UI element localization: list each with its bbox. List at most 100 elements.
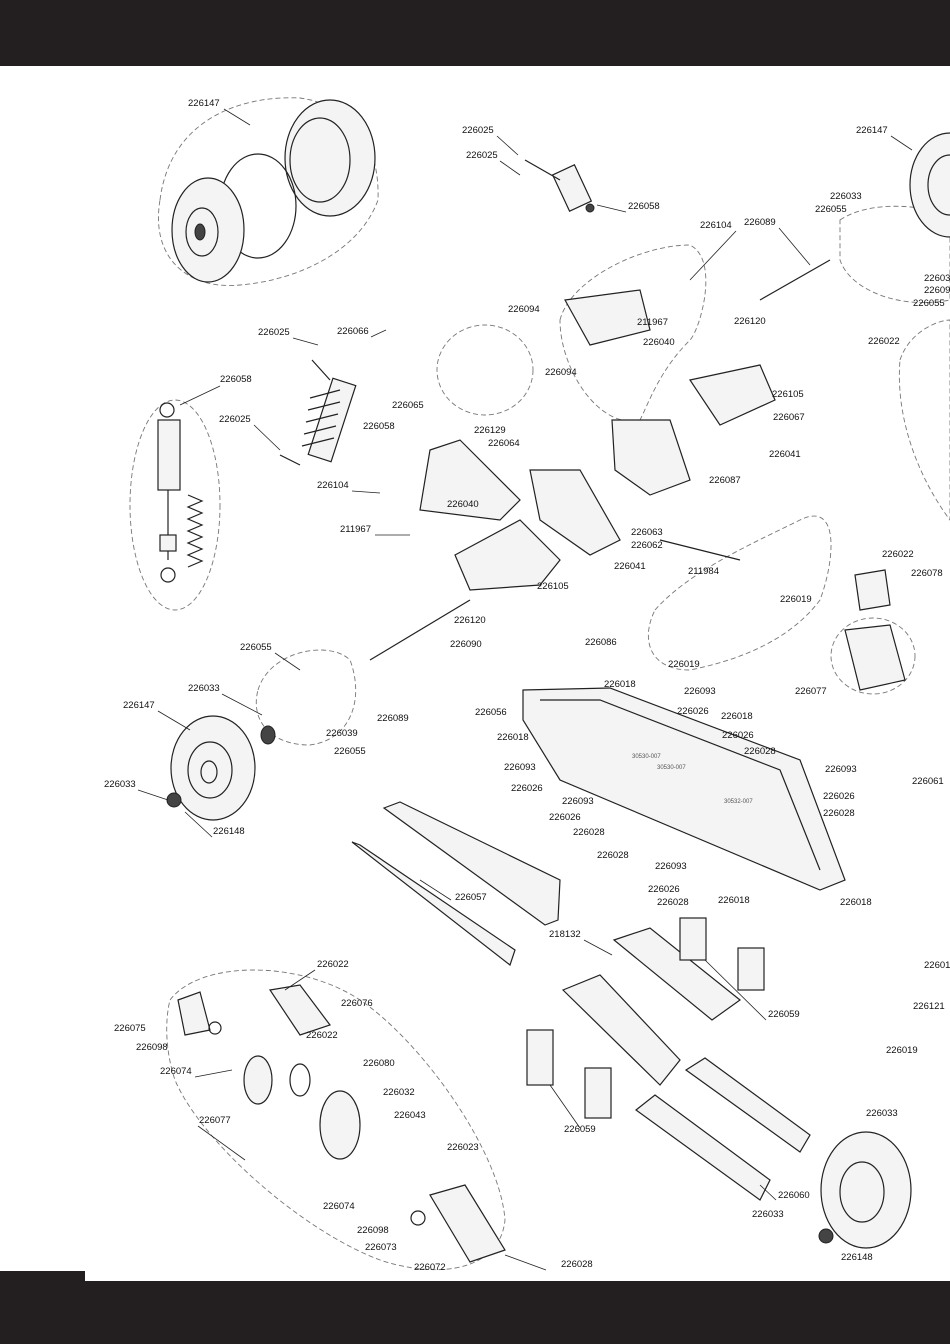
part-label: 226019 bbox=[886, 1045, 918, 1056]
part-label: 226040 bbox=[643, 337, 675, 348]
bottom-corner-tab bbox=[0, 1271, 85, 1283]
part-label: 22603 bbox=[924, 273, 950, 284]
part-label: 226094 bbox=[545, 367, 577, 378]
part-label: 226033 bbox=[830, 191, 862, 202]
part-label: 226018 bbox=[721, 711, 753, 722]
chassis-mark: 30532-007 bbox=[724, 799, 753, 805]
part-label: 226023 bbox=[447, 1142, 479, 1153]
front-gearbox-exploded bbox=[177, 984, 506, 1263]
part-label: 226105 bbox=[772, 389, 804, 400]
rear-gearbox bbox=[844, 569, 906, 691]
rear-shock bbox=[279, 359, 357, 466]
part-label: 226086 bbox=[585, 637, 617, 648]
rear-left-wheel bbox=[166, 715, 276, 821]
part-label: 226120 bbox=[734, 316, 766, 327]
part-label: 226073 bbox=[365, 1242, 397, 1253]
part-label: 22601 bbox=[924, 960, 950, 971]
part-label: 226093 bbox=[655, 861, 687, 872]
part-label: 226026 bbox=[722, 730, 754, 741]
part-label: 226074 bbox=[160, 1066, 192, 1077]
part-label: 226055 bbox=[240, 642, 272, 653]
part-label: 226058 bbox=[628, 201, 660, 212]
part-label: 226061 bbox=[912, 776, 944, 787]
part-label: 226080 bbox=[363, 1058, 395, 1069]
part-label: 226033 bbox=[188, 683, 220, 694]
part-label: 226025 bbox=[258, 327, 290, 338]
part-label: 226121 bbox=[913, 1001, 945, 1012]
part-label: 226098 bbox=[136, 1042, 168, 1053]
side-guard bbox=[351, 801, 561, 966]
part-label: 226093 bbox=[684, 686, 716, 697]
part-label: 226075 bbox=[114, 1023, 146, 1034]
part-label: 226041 bbox=[614, 561, 646, 572]
part-label: 226058 bbox=[220, 374, 252, 385]
part-label: 226074 bbox=[323, 1201, 355, 1212]
part-label: 226089 bbox=[744, 217, 776, 228]
battery-straps bbox=[526, 917, 765, 1119]
part-label: 218132 bbox=[549, 929, 581, 940]
part-label: 226026 bbox=[677, 706, 709, 717]
part-label: 226022 bbox=[317, 959, 349, 970]
rear-right-wheel bbox=[818, 1131, 912, 1249]
leader-lines bbox=[137, 108, 913, 1271]
part-label: 226148 bbox=[841, 1252, 873, 1263]
top-header-bar bbox=[0, 0, 950, 66]
part-label: 226064 bbox=[488, 438, 520, 449]
part-label: 226022 bbox=[306, 1030, 338, 1041]
part-label: 226039 bbox=[326, 728, 358, 739]
chassis-mark: 30530-007 bbox=[632, 754, 661, 760]
chassis-mark: 30530-007 bbox=[657, 765, 686, 771]
part-label: 226129 bbox=[474, 425, 506, 436]
part-label: 226059 bbox=[768, 1009, 800, 1020]
front-shock bbox=[524, 159, 595, 213]
part-label: 226033 bbox=[866, 1108, 898, 1119]
part-label: 226026 bbox=[511, 783, 543, 794]
front-right-wheel-partial bbox=[909, 132, 950, 238]
part-label: 226028 bbox=[573, 827, 605, 838]
part-label: 226104 bbox=[317, 480, 349, 491]
part-label: 226025 bbox=[462, 125, 494, 136]
part-label: 226072 bbox=[414, 1262, 446, 1273]
part-label: 226018 bbox=[497, 732, 529, 743]
part-label: 226018 bbox=[604, 679, 636, 690]
part-label: 226040 bbox=[447, 499, 479, 510]
part-label: 226148 bbox=[213, 826, 245, 837]
part-label: 226055 bbox=[815, 204, 847, 215]
battery-pack bbox=[561, 927, 741, 1086]
part-label: 226041 bbox=[769, 449, 801, 460]
part-label: 226019 bbox=[668, 659, 700, 670]
part-label: 226026 bbox=[648, 884, 680, 895]
part-label: 226104 bbox=[700, 220, 732, 231]
part-label: 211984 bbox=[688, 566, 719, 577]
part-label: 226028 bbox=[744, 746, 776, 757]
part-label: 226057 bbox=[455, 892, 487, 903]
part-label: 226056 bbox=[475, 707, 507, 718]
part-label: 226098 bbox=[357, 1225, 389, 1236]
part-label: 226043 bbox=[394, 1110, 426, 1121]
part-label: 226026 bbox=[549, 812, 581, 823]
part-label: 226120 bbox=[454, 615, 486, 626]
part-label: 226087 bbox=[709, 475, 741, 486]
part-label: 226018 bbox=[840, 897, 872, 908]
part-label: 226028 bbox=[561, 1259, 593, 1270]
part-label: 226076 bbox=[341, 998, 373, 1009]
part-label: 226065 bbox=[392, 400, 424, 411]
main-chassis-plate bbox=[522, 687, 846, 891]
part-label: 226055 bbox=[913, 298, 945, 309]
part-label: 226059 bbox=[564, 1124, 596, 1135]
part-label: 226028 bbox=[823, 808, 855, 819]
part-label: 226026 bbox=[823, 791, 855, 802]
part-label: 226067 bbox=[773, 412, 805, 423]
part-label: 226066 bbox=[337, 326, 369, 337]
front-arms-and-gearbox bbox=[369, 259, 831, 661]
part-label: 226025 bbox=[466, 150, 498, 161]
part-label: 226025 bbox=[219, 414, 251, 425]
part-label: 226094 bbox=[508, 304, 540, 315]
part-label: 226105 bbox=[537, 581, 569, 592]
part-label: 226089 bbox=[377, 713, 409, 724]
part-label: 226028 bbox=[597, 850, 629, 861]
part-label: 226058 bbox=[363, 421, 395, 432]
part-label: 226147 bbox=[123, 700, 155, 711]
bottom-footer-bar bbox=[0, 1281, 950, 1344]
